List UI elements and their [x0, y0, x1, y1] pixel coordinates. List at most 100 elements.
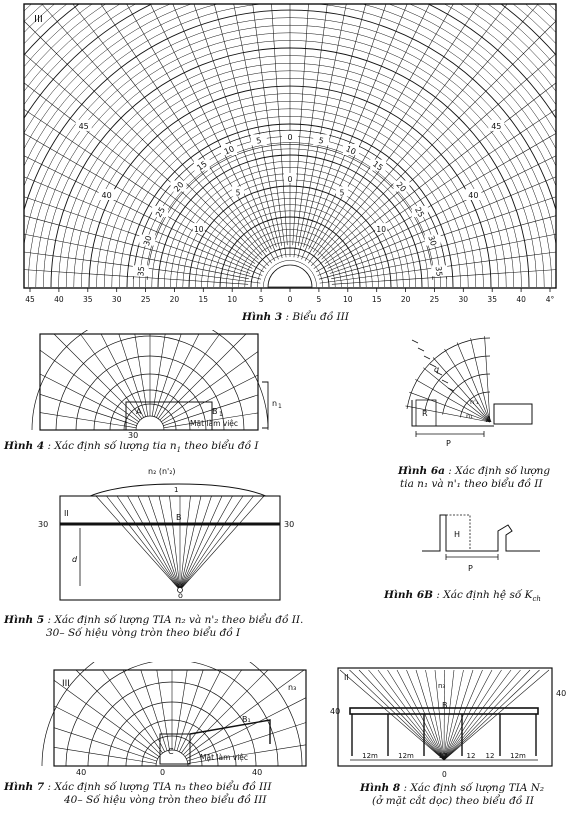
fig3-inner-label-bg	[284, 173, 296, 183]
fig8-posts	[351, 714, 537, 756]
fig3-ring	[24, 4, 556, 187]
fig3-ray	[317, 176, 557, 276]
fig6b-caption-bold: Hình 6B	[384, 589, 434, 601]
fig5-label-d: d	[72, 555, 78, 564]
fig5-caption: Hình 5 : Xác định số lượng TIA n₂ và n'₂…	[4, 614, 303, 640]
fig4-label-n1-sub: 1	[278, 403, 282, 410]
fig8-ray	[443, 669, 493, 761]
fig5-ray	[179, 495, 202, 591]
fig3-ray	[100, 3, 267, 253]
fig3-ray	[297, 3, 347, 246]
fig3-label-bg	[152, 206, 169, 217]
fig3-outer-left-label: 40	[102, 191, 112, 200]
fig8-label-0: 0	[442, 770, 447, 779]
fig3-label-bg	[132, 265, 149, 277]
fig6a-caption: Hình 6a : Xác định số lượng tia n₁ và n'…	[398, 465, 550, 491]
fig3-band-label: 0	[287, 133, 292, 142]
fig4-caption-end: theo biểu đồ I	[181, 440, 259, 452]
fig5-label-30-left: 30	[38, 520, 48, 529]
fig8-ray	[443, 669, 474, 761]
fig7-ray	[102, 669, 163, 754]
fig3-ray	[193, 3, 277, 248]
fig3-ring	[263, 260, 317, 288]
fig6a-label-p: P	[446, 439, 451, 448]
fig5-ray	[179, 495, 223, 591]
fig3-axis-tick-label: 10	[227, 295, 237, 304]
fig4-caption-bold: Hình 4	[4, 440, 45, 452]
fig5-ray	[116, 495, 181, 591]
fig3-label-bg	[221, 144, 237, 155]
fig4-ray	[118, 333, 146, 417]
fig8-ray	[349, 669, 445, 761]
fig3-ray	[213, 3, 283, 259]
fig3-center-disc	[267, 264, 313, 288]
fig6a-load-arrow	[411, 339, 419, 344]
fig7-label-b1: B₁	[242, 715, 251, 724]
fig3-band-label: 10	[223, 144, 236, 156]
fig3-ray	[126, 3, 276, 262]
fig3-band-label: 30	[142, 235, 154, 247]
fig5-label-ii: II	[64, 509, 69, 518]
fig4-label-b1: B	[212, 407, 218, 416]
fig7-ray	[53, 727, 157, 762]
fig4-ray	[80, 333, 143, 419]
fig7-ray	[140, 669, 168, 751]
fig8-span-label: 12	[467, 752, 476, 760]
fig7-corner-label: III	[62, 679, 70, 689]
fig7-caption: Hình 7 : Xác định số lượng TIA n₃ theo b…	[4, 781, 271, 807]
fig4-ray	[163, 394, 259, 426]
fig3-caption-bold: Hình 3	[242, 311, 283, 323]
fig3-axis-tick-label: 25	[141, 295, 151, 304]
fig3-ray	[293, 3, 328, 258]
fig3-label-bg	[250, 134, 267, 146]
fig3-ray	[313, 82, 557, 269]
fig8-ray	[443, 669, 531, 761]
fig4-label-n1: n	[272, 399, 277, 408]
fig4-panel: A B 1 Mặt làm việc 30 n 1 Hình 4 : Xác đ…	[0, 311, 300, 460]
fig7-ray	[183, 669, 269, 755]
fig8-ray	[443, 669, 521, 761]
fig3-ray	[41, 3, 263, 256]
fig3-ray	[304, 3, 454, 262]
fig8-caption-bold: Hình 8	[360, 782, 401, 794]
fig5-ray	[179, 495, 265, 591]
fig6a-label-a: A	[486, 415, 492, 424]
fig3-inner-label: 10	[194, 225, 204, 234]
fig4-label-a: A	[136, 407, 142, 416]
fig5-ray	[158, 495, 181, 591]
fig6b-caption-rest: : Xác định hệ số K	[433, 589, 533, 601]
fig6a-caption-rest: : Xác định số lượng	[444, 465, 551, 477]
fig6a-label-n1p: n'₁	[470, 398, 479, 406]
fig4-ray	[39, 373, 138, 424]
fig3-ray	[308, 3, 508, 264]
fig3-label-bg	[393, 180, 410, 192]
fig6a-arc	[406, 337, 491, 409]
fig6b-caption-sub: ch	[532, 595, 541, 604]
fig6a-ray	[444, 348, 491, 423]
fig3-label-bg	[343, 144, 359, 155]
fig7-ray	[156, 669, 170, 751]
fig3-inner-label-bg	[192, 223, 205, 234]
fig3-band-label: 25	[154, 206, 167, 219]
fig3-band-label: 5	[318, 136, 325, 146]
fig3-axis-tick-label: 20	[170, 295, 180, 304]
fig7-arcs-and-rays	[41, 635, 307, 767]
fig6a-label-q: q	[434, 365, 439, 374]
fig3-ray	[313, 3, 480, 253]
fig5-label-1: 1	[174, 486, 178, 494]
fig3-ray	[23, 215, 262, 280]
fig8-ray	[443, 669, 455, 761]
fig4-ray	[159, 333, 247, 421]
fig3-ray	[329, 196, 557, 274]
fig3-label-bg	[424, 234, 441, 246]
fig7-label-0: 0	[160, 768, 165, 777]
fig4-surface-label: Mặt làm việc	[190, 419, 238, 428]
fig3-ray	[303, 3, 387, 248]
fig7-caption-line2: 40– Số hiệu vòng tròn theo biểu đồ III	[64, 794, 267, 806]
fig8-rays	[339, 669, 550, 761]
fig3-outer-right-label: 40	[468, 191, 478, 200]
fig8-ray	[377, 669, 445, 761]
